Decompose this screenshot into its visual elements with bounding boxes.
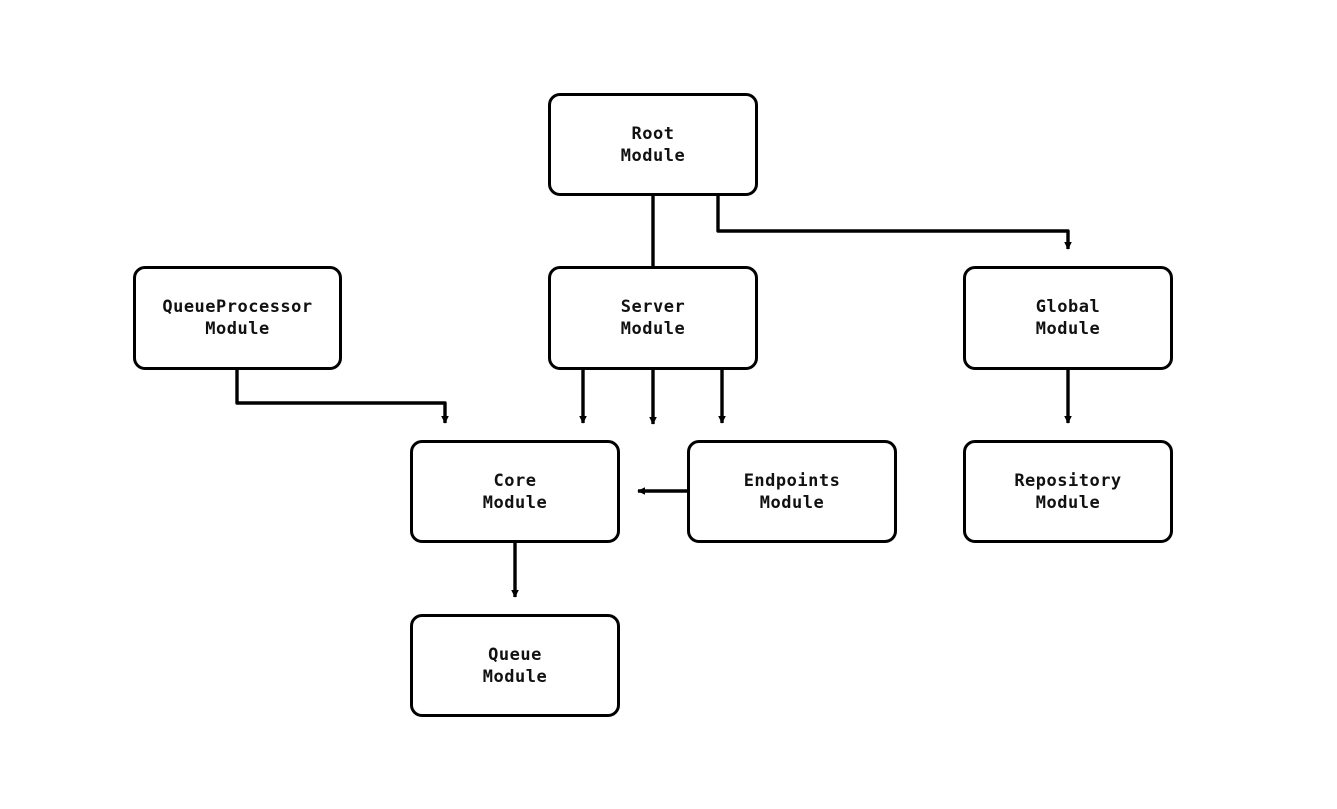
node-core[interactable]: Core Module [410,440,620,543]
edge-queueprocessor-to-core [235,370,449,424]
node-repository[interactable]: Repository Module [963,440,1173,543]
node-queue-label: Queue Module [482,644,548,687]
node-endpoints[interactable]: Endpoints Module [687,440,897,543]
edge-root-to-global [716,196,1072,250]
node-queue[interactable]: Queue Module [410,614,620,717]
node-server[interactable]: Server Module [548,266,758,370]
node-root[interactable]: Root Module [548,93,758,196]
node-global-label: Global Module [1035,297,1101,339]
node-core-label: Core Module [482,470,548,513]
node-queueprocessor[interactable]: QueueProcessor Module [133,266,342,370]
node-global[interactable]: Global Module [963,266,1173,370]
node-root-label: Root Module [620,123,686,166]
node-queueprocessor-label: QueueProcessor Module [162,297,313,339]
node-repository-label: Repository Module [1014,470,1122,513]
node-endpoints-label: Endpoints Module [743,470,841,513]
node-server-label: Server Module [620,297,686,339]
